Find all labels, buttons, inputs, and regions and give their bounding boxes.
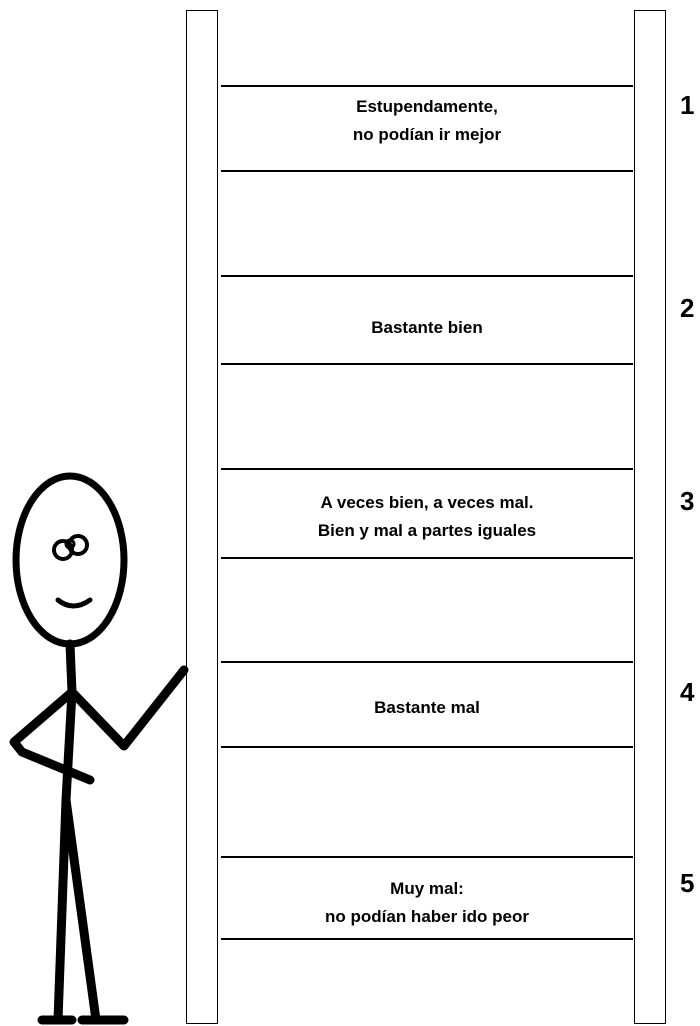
ladder-rung <box>221 746 633 748</box>
level-2-label: Bastante bien <box>221 314 633 342</box>
level-3-line-1: A veces bien, a veces mal. <box>320 493 534 512</box>
ladder-rung <box>221 557 633 559</box>
level-2-line-1: Bastante bien <box>371 318 483 337</box>
stick-figure-icon <box>9 472 189 1025</box>
level-1-line-2: no podían ir mejor <box>352 125 502 144</box>
level-1-label: Estupendamente, no podían ir mejor <box>221 93 633 149</box>
level-5-line-1: Muy mal: <box>390 879 464 898</box>
level-3-label: A veces bien, a veces mal. Bien y mal a … <box>221 489 633 545</box>
level-1-line-1: Estupendamente, <box>356 97 498 116</box>
level-3-line-2: Bien y mal a partes iguales <box>317 521 537 540</box>
ladder-rung <box>221 85 633 87</box>
ladder-rung <box>221 661 633 663</box>
level-2-number: 2 <box>680 293 695 323</box>
ladder-rung <box>221 363 633 365</box>
level-4-label: Bastante mal <box>221 694 633 722</box>
ladder-right-rail <box>634 10 666 1024</box>
ladder-rung <box>221 170 633 172</box>
level-3-number: 3 <box>680 486 695 516</box>
level-4-line-1: Bastante mal <box>374 698 480 717</box>
ladder-left-rail <box>186 10 218 1024</box>
level-4-number: 4 <box>680 677 695 707</box>
level-5-label: Muy mal: no podían haber ido peor <box>221 875 633 931</box>
level-1-number: 1 <box>680 90 695 120</box>
level-5-line-2: no podían haber ido peor <box>325 907 529 926</box>
ladder-rung <box>221 468 633 470</box>
ladder-rung <box>221 856 633 858</box>
ladder-rung <box>221 275 633 277</box>
ladder-rung <box>221 938 633 940</box>
level-5-number: 5 <box>680 868 695 898</box>
